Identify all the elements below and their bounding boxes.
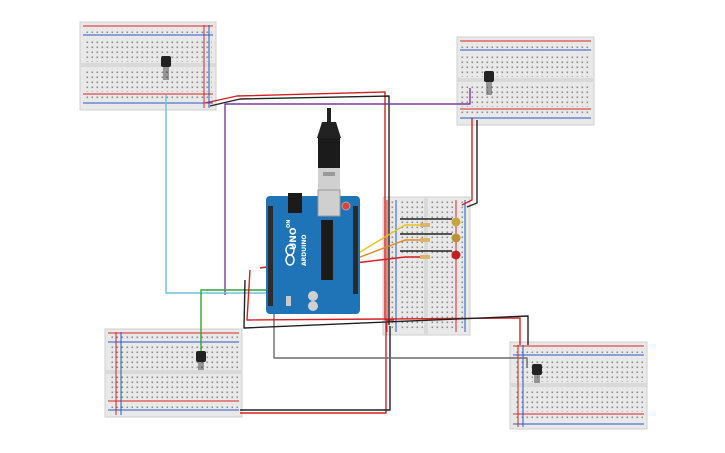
resistor-1[interactable]: [420, 223, 430, 227]
breadboard-bottom-right[interactable]: [509, 341, 648, 430]
breadboard-bottom-left[interactable]: [104, 328, 243, 418]
atmega-chip: [321, 220, 333, 280]
sensor-top-right[interactable]: [484, 71, 494, 95]
led-yellow-2[interactable]: [451, 233, 461, 243]
arduino-uno[interactable]: ARDUINO UNO ON: [266, 196, 360, 314]
wires: [165, 88, 529, 414]
wire-green-bottom-left[interactable]: [200, 289, 275, 355]
model-label: UNO: [289, 227, 299, 250]
wire-red-top-left[interactable]: [204, 91, 394, 321]
reset-button[interactable]: [341, 201, 351, 211]
wire-orange-led2[interactable]: [354, 239, 420, 260]
usb-port[interactable]: [317, 189, 341, 217]
resistor-2[interactable]: [420, 238, 430, 242]
arduino-logo-icon: [285, 244, 295, 266]
wire-cyan-sensor-tl[interactable]: [165, 95, 270, 294]
on-label: ON: [286, 220, 292, 228]
wire-red-led3[interactable]: [354, 256, 420, 264]
sensor-bottom-right[interactable]: [532, 364, 542, 383]
wire-black-top-right[interactable]: [466, 120, 478, 208]
sensors: [161, 56, 542, 383]
wire-red-bottom-left[interactable]: [240, 322, 387, 414]
wire-yellow-led1[interactable]: [354, 224, 420, 256]
wire-black-bottom-right[interactable]: [243, 279, 529, 345]
usb-cable[interactable]: [317, 108, 341, 190]
breadboard-top-right[interactable]: [456, 36, 595, 126]
wire-black-top-left[interactable]: [209, 95, 390, 325]
led-red[interactable]: [451, 250, 461, 260]
arduino-board: [266, 196, 360, 314]
resistor-3[interactable]: [420, 255, 430, 259]
resistors: [420, 223, 430, 259]
wire-red-bottom-right[interactable]: [246, 269, 521, 345]
wire-black-bottom-left[interactable]: [240, 326, 391, 411]
sensor-bottom-left[interactable]: [196, 351, 206, 370]
breadboard-top-left[interactable]: [79, 21, 217, 111]
brand-label: ARDUINO: [301, 235, 308, 266]
leds: [451, 217, 461, 260]
led-yellow-1[interactable]: [451, 217, 461, 227]
wire-purple-top[interactable]: [224, 88, 471, 295]
wire-gray-bottom-right[interactable]: [273, 300, 528, 368]
wire-red-top-right[interactable]: [461, 118, 473, 206]
sensor-top-left[interactable]: [161, 56, 171, 80]
power-jack[interactable]: [288, 193, 302, 213]
